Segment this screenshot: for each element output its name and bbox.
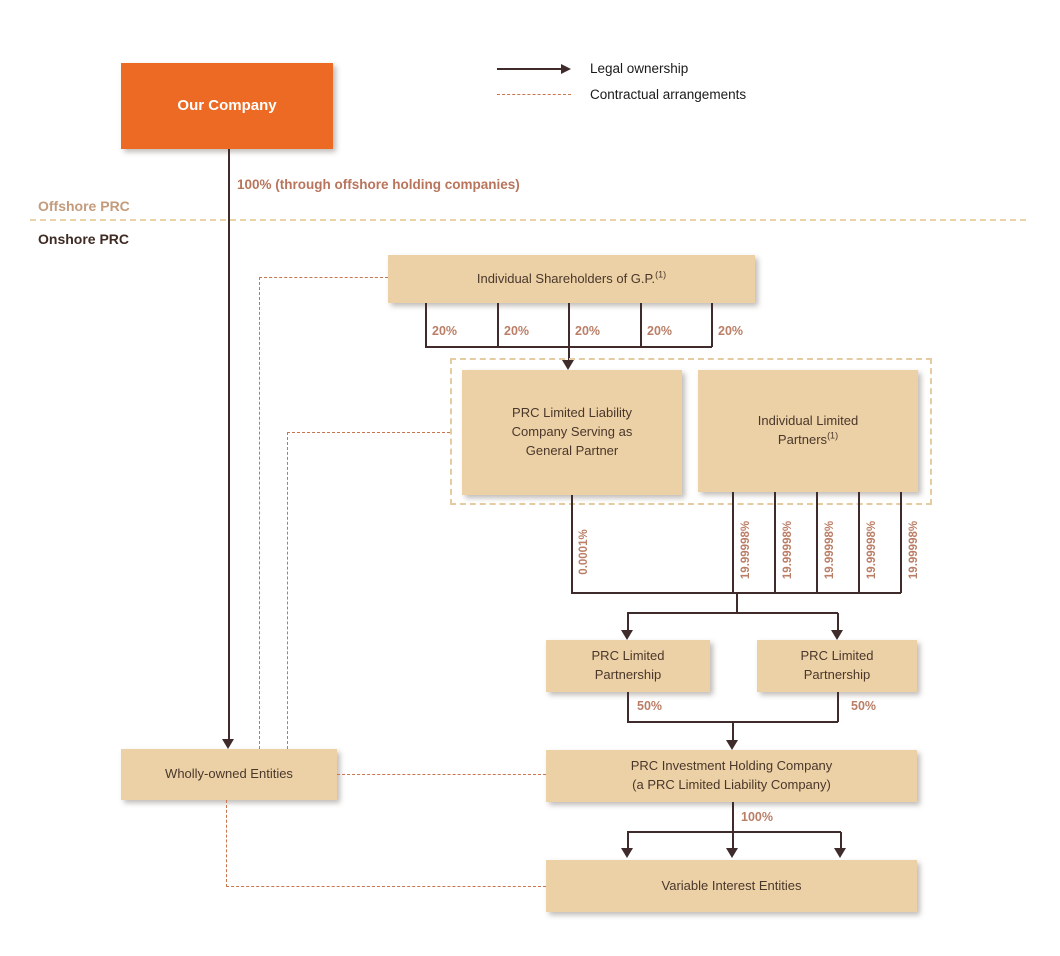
node-lp-right-label: PRC Limited Partnership (800, 648, 874, 682)
node-individual-shareholders: Individual Shareholders of G.P.(1) (388, 255, 755, 303)
contractual-sh-horizontal (259, 277, 388, 278)
line-lp-connector (627, 721, 838, 723)
label-sh-pct-5: 20% (718, 324, 744, 338)
arrowhead-into-ihc-icon (726, 740, 738, 750)
legend-contractual-line (497, 94, 571, 95)
node-lp-left-label: PRC Limited Partnership (591, 648, 665, 682)
label-ilp-pct-5: 19.99998% (908, 520, 920, 580)
line-sh-connector (425, 346, 712, 348)
arrowhead-into-lp-left-icon (621, 630, 633, 640)
footnote-marker: (1) (827, 430, 839, 441)
line-ilp-drop-5 (900, 492, 902, 593)
line-sh-drop-2 (497, 303, 499, 347)
node-investment-holding-company: PRC Investment Holding Company (a PRC Li… (546, 750, 917, 802)
offshore-onshore-divider (30, 219, 1026, 221)
line-sh-to-gp (568, 347, 570, 361)
region-onshore-label: Onshore PRC (38, 231, 130, 247)
line-ihc-drop (732, 802, 734, 832)
node-vie-label: Variable Interest Entities (661, 877, 802, 893)
label-sh-pct-3: 20% (575, 324, 601, 338)
line-sh-drop-1 (425, 303, 427, 347)
arrowhead-into-vie-2-icon (726, 848, 738, 858)
line-ilp-drop-3 (816, 492, 818, 593)
line-partners-stub (736, 593, 738, 613)
line-partners-split (627, 612, 838, 614)
line-into-vie-1 (627, 832, 629, 848)
legend-legal-arrowhead-icon (561, 64, 571, 74)
line-gp-drop (571, 495, 573, 593)
node-wholly-owned-entities: Wholly-owned Entities (121, 749, 337, 800)
contractual-woe-drop (226, 800, 227, 887)
line-ilp-drop-1 (732, 492, 734, 593)
region-offshore-label: Offshore PRC (38, 198, 130, 214)
label-ilp-pct-3: 19.99998% (824, 520, 836, 580)
label-sh-pct-1: 20% (432, 324, 458, 338)
node-individual-limited-partners: Individual Limited Partners(1) (698, 370, 918, 492)
label-lp-left-pct: 50% (637, 699, 663, 713)
contractual-woe-to-ihc (337, 774, 546, 775)
line-lp-right-drop (837, 692, 839, 722)
node-gp-company: PRC Limited Liability Company Serving as… (462, 370, 682, 495)
label-ihc-pct: 100% (741, 810, 773, 824)
label-gp-pct: 0.0001% (578, 529, 590, 575)
node-our-company: Our Company (121, 63, 333, 149)
line-lp-left-drop (627, 692, 629, 722)
contractual-sh-vertical (259, 277, 260, 749)
contractual-woe-to-vie (226, 886, 546, 887)
node-woe-label: Wholly-owned Entities (165, 766, 293, 782)
line-sh-drop-4 (640, 303, 642, 347)
node-our-company-label: Our Company (177, 97, 277, 115)
legend-contractual-label: Contractual arrangements (590, 87, 747, 102)
node-ihc-label: PRC Investment Holding Company (a PRC Li… (630, 758, 833, 792)
node-lp-right: PRC Limited Partnership (757, 640, 917, 692)
contractual-partners-horizontal (287, 432, 450, 433)
line-into-vie-2 (732, 832, 734, 848)
label-offshore-pct: 100% (through offshore holding companies… (237, 177, 520, 192)
label-sh-pct-4: 20% (647, 324, 673, 338)
node-gp-company-label: PRC Limited Liability Company Serving as… (511, 405, 633, 458)
line-ilp-drop-2 (774, 492, 776, 593)
node-variable-interest-entities: Variable Interest Entities (546, 860, 917, 912)
line-partners-connector (571, 592, 901, 594)
arrowhead-into-lp-right-icon (831, 630, 843, 640)
arrowhead-into-woe-icon (222, 739, 234, 749)
line-sh-drop-5 (711, 303, 713, 347)
partners-group-outline (450, 358, 932, 505)
label-ilp-pct-1: 19.99998% (740, 520, 752, 580)
footnote-marker: (1) (655, 269, 667, 280)
legend-legal-label: Legal ownership (590, 61, 689, 76)
label-lp-right-pct: 50% (851, 699, 877, 713)
legend-legal-line (497, 68, 561, 70)
line-sh-drop-3 (568, 303, 570, 347)
label-ilp-pct-2: 19.99998% (782, 520, 794, 580)
line-into-vie-3 (840, 832, 842, 848)
node-ilp-label: Individual Limited Partners(1) (757, 413, 859, 447)
arrowhead-into-vie-3-icon (834, 848, 846, 858)
line-into-ihc (732, 722, 734, 740)
label-sh-pct-2: 20% (504, 324, 530, 338)
label-ilp-pct-4: 19.99998% (866, 520, 878, 580)
line-ihc-split (627, 831, 841, 833)
line-into-lp-left (627, 613, 629, 630)
node-lp-left: PRC Limited Partnership (546, 640, 710, 692)
arrowhead-into-vie-1-icon (621, 848, 633, 858)
contractual-partners-vertical (287, 432, 288, 749)
line-our-company-to-woe (228, 149, 230, 740)
line-ilp-drop-4 (858, 492, 860, 593)
arrowhead-into-gp-icon (562, 360, 574, 370)
node-individual-shareholders-label: Individual Shareholders of G.P.(1) (476, 269, 667, 286)
line-into-lp-right (837, 613, 839, 630)
